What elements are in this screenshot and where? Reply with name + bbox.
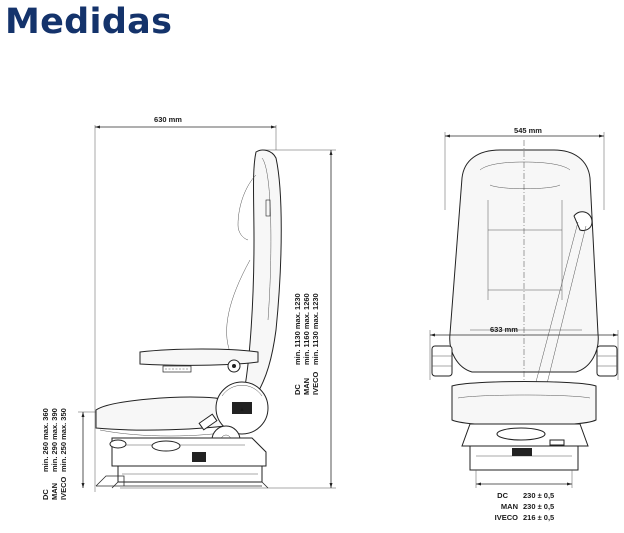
side-width-label: 630 mm [154,115,182,124]
svg-text:min. 290 max. 390: min. 290 max. 390 [50,408,59,472]
belt-buckle-icon [573,211,593,231]
svg-text:MAN: MAN [50,483,59,500]
svg-text:IVECO: IVECO [311,371,320,395]
svg-text:230 ± 0,5: 230 ± 0,5 [523,502,554,511]
cushion-front [451,381,597,427]
height-dimensions: DC min. 1130 max. 1230 MAN min. 1160 max… [293,293,320,395]
armrest-left-front [431,345,453,377]
armrest-side [139,348,259,366]
svg-text:DC: DC [41,489,50,500]
svg-text:IVECO: IVECO [495,513,519,522]
svg-text:216 ± 0,5: 216 ± 0,5 [523,513,554,522]
svg-text:DC: DC [293,384,302,395]
cushion-dimensions: DC min. 260 max. 360 MAN min. 290 max. 3… [41,408,68,500]
armrest-right-front [596,345,618,377]
svg-text:MAN: MAN [501,502,518,511]
svg-text:min. 1130 max. 1230: min. 1130 max. 1230 [311,293,320,365]
page-title: Medidas [5,2,173,42]
svg-text:min. 1130 max. 1230: min. 1130 max. 1230 [293,293,302,365]
svg-text:MAN: MAN [302,378,311,395]
backrest-side [243,149,282,393]
svg-text:min. 250 max. 350: min. 250 max. 350 [59,408,68,472]
side-view: 630 mm ▲ [41,115,336,500]
svg-text:min. 260 max. 360: min. 260 max. 360 [41,408,50,472]
svg-text:min. 1160 max. 1260: min. 1160 max. 1260 [302,293,311,365]
svg-text:▲: ▲ [239,407,245,413]
front-width-label: 545 mm [514,126,542,135]
svg-text:DC: DC [497,491,508,500]
front-inner-label: 633 mm [490,325,518,334]
svg-text:230 ± 0,5: 230 ± 0,5 [523,491,554,500]
svg-text:IVECO: IVECO [59,476,68,500]
front-view: 545 mm 633 mm [429,126,619,522]
rail-dimensions: DC 230 ± 0,5 MAN 230 ± 0,5 IVECO 216 ± 0… [495,491,555,522]
seat-base [111,437,267,467]
